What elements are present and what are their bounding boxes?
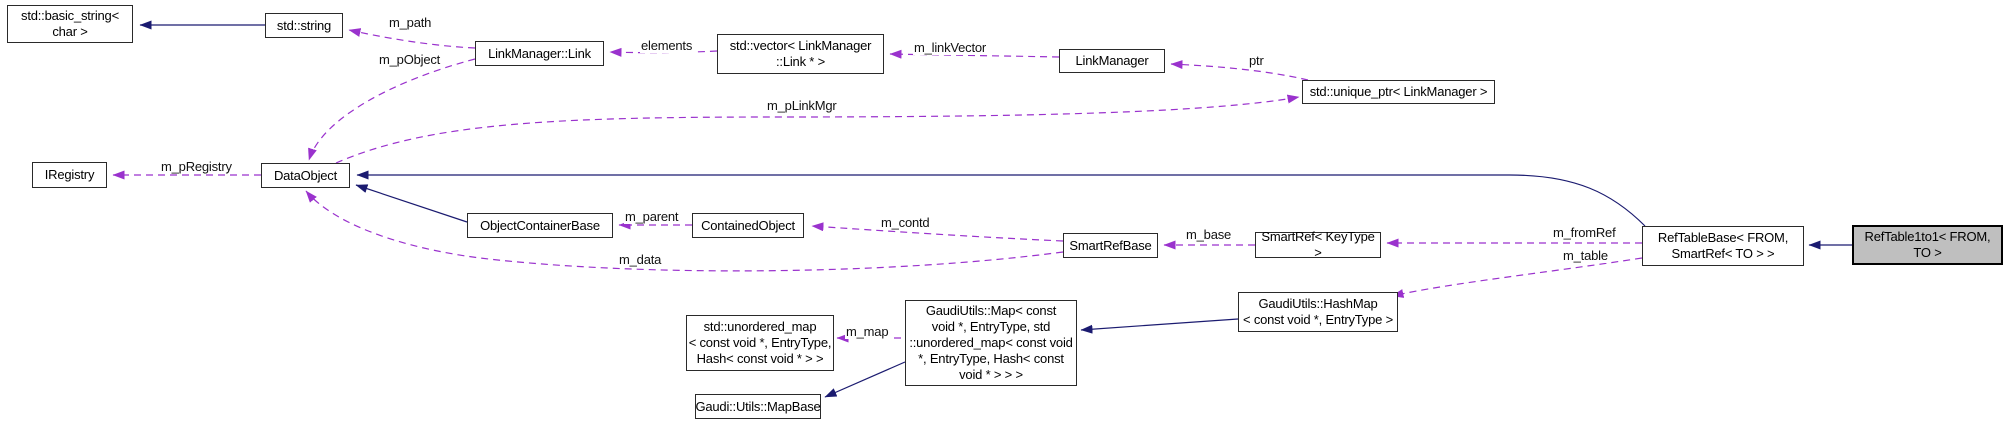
node-containedobject[interactable]: ContainedObject (692, 213, 804, 238)
edge-label-elements: elements (640, 38, 694, 53)
edge-inherit-hashmap-gaudimap (1080, 318, 1239, 334)
edge-m-path (348, 28, 476, 49)
edge-inherit-reftablebase-dataobject (356, 170, 1646, 227)
node-linkmanager[interactable]: LinkManager (1059, 49, 1165, 73)
edge-label-m-map: m_map (845, 324, 890, 339)
edge-ptr (1170, 60, 1309, 81)
edge-m-plinkmgr (335, 94, 1300, 164)
edge-inherit-gaudimap-mapbase (824, 361, 906, 398)
edge-label-m-path: m_path (388, 15, 433, 30)
node-gaudiutils-map[interactable]: GaudiUtils::Map< const void *, EntryType… (905, 300, 1077, 386)
node-std-basic-string[interactable]: std::basic_string< char > (7, 5, 133, 43)
edge-elements (609, 47, 718, 57)
edge-label-m-linkvector: m_linkVector (913, 40, 988, 55)
edge-label-m-pobject: m_pObject (378, 52, 442, 67)
node-gaudi-utils-mapbase[interactable]: Gaudi::Utils::MapBase (695, 394, 821, 419)
edge-label-ptr: ptr (1248, 53, 1265, 68)
edge-m-linkvector (889, 49, 1060, 59)
edge-inherit-objectcontainerbase-dataobject (355, 184, 468, 223)
edge-label-m-parent: m_parent (624, 209, 680, 224)
node-dataobject[interactable]: DataObject (261, 163, 350, 188)
edge-label-m-pregistry: m_pRegistry (160, 159, 233, 174)
node-iregistry[interactable]: IRegistry (32, 162, 107, 188)
node-std-unordered-map[interactable]: std::unordered_map < const void *, Entry… (686, 315, 834, 371)
edge-m-table (1391, 257, 1643, 298)
edge-m-pobject (308, 58, 476, 161)
node-std-string[interactable]: std::string (265, 13, 343, 38)
node-std-vector-link[interactable]: std::vector< LinkManager ::Link * > (717, 34, 884, 74)
node-linkmanager-link[interactable]: LinkManager::Link (475, 41, 604, 66)
edge-m-contd (811, 222, 1064, 242)
edge-label-m-plinkmgr: m_pLinkMgr (766, 98, 838, 113)
edge-label-m-fromref: m_fromRef (1552, 225, 1617, 240)
node-smartrefbase[interactable]: SmartRefBase (1063, 233, 1158, 258)
node-objectcontainerbase[interactable]: ObjectContainerBase (467, 213, 613, 238)
edge-label-m-base: m_base (1185, 227, 1233, 242)
node-gaudiutils-hashmap[interactable]: GaudiUtils::HashMap < const void *, Entr… (1238, 292, 1398, 332)
node-std-unique-ptr[interactable]: std::unique_ptr< LinkManager > (1302, 80, 1495, 104)
edge-label-m-data: m_data (618, 252, 663, 267)
edge-m-data (305, 190, 1064, 272)
node-reftable1to1-current: RefTable1to1< FROM, TO > (1852, 225, 2003, 265)
node-reftablebase[interactable]: RefTableBase< FROM, SmartRef< TO > > (1642, 226, 1804, 266)
edge-label-m-contd: m_contd (880, 215, 931, 230)
edge-label-m-table: m_table (1562, 248, 1609, 263)
node-smartref-keytype[interactable]: SmartRef< KeyType > (1255, 229, 1381, 260)
